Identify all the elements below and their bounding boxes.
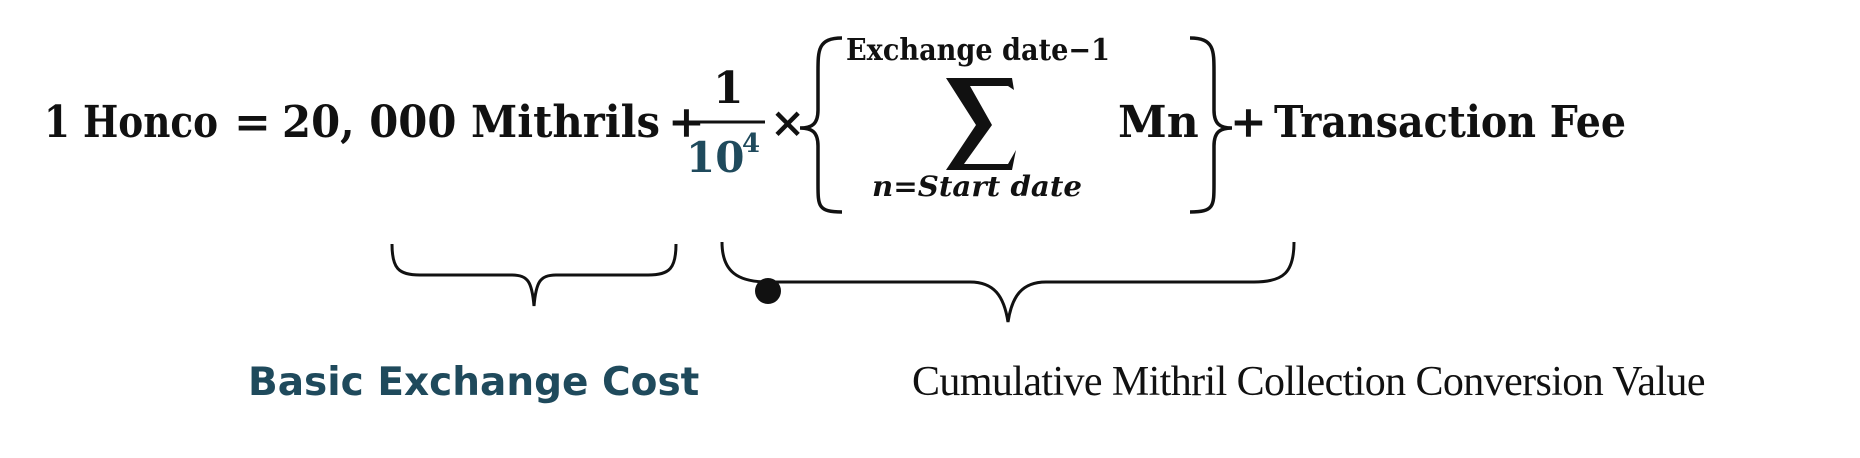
bullet-dot [755,278,781,304]
formula-times-sign: × [770,98,805,147]
cumulative-value-label: Cumulative Mithril Collection Conversion… [912,359,1705,405]
formula-lhs: 1 Honco [44,97,218,148]
formula-equals: = [234,97,271,148]
sum-lower-limit: n=Start date [872,170,1082,203]
right-set-brace [1189,36,1233,214]
sum-upper-limit: Exchange date−1 [846,33,1110,68]
formula-transaction-fee: Transaction Fee [1274,97,1626,148]
summation-symbol [946,78,1016,170]
sum-term: Mn [1118,97,1199,148]
fraction-denominator-base: 10 [686,133,744,182]
cumulative-value-underbrace [720,241,1296,323]
formula-base-amount: 20, 000 Mithrils [282,97,660,148]
formula-plus-sign-2: + [1230,97,1267,148]
left-set-brace [799,36,843,214]
basic-cost-underbrace [390,243,678,307]
basic-exchange-cost-label: Basic Exchange Cost [248,360,700,405]
fraction-denominator-exponent: 4 [742,129,760,159]
fraction-numerator: 1 [713,63,744,114]
